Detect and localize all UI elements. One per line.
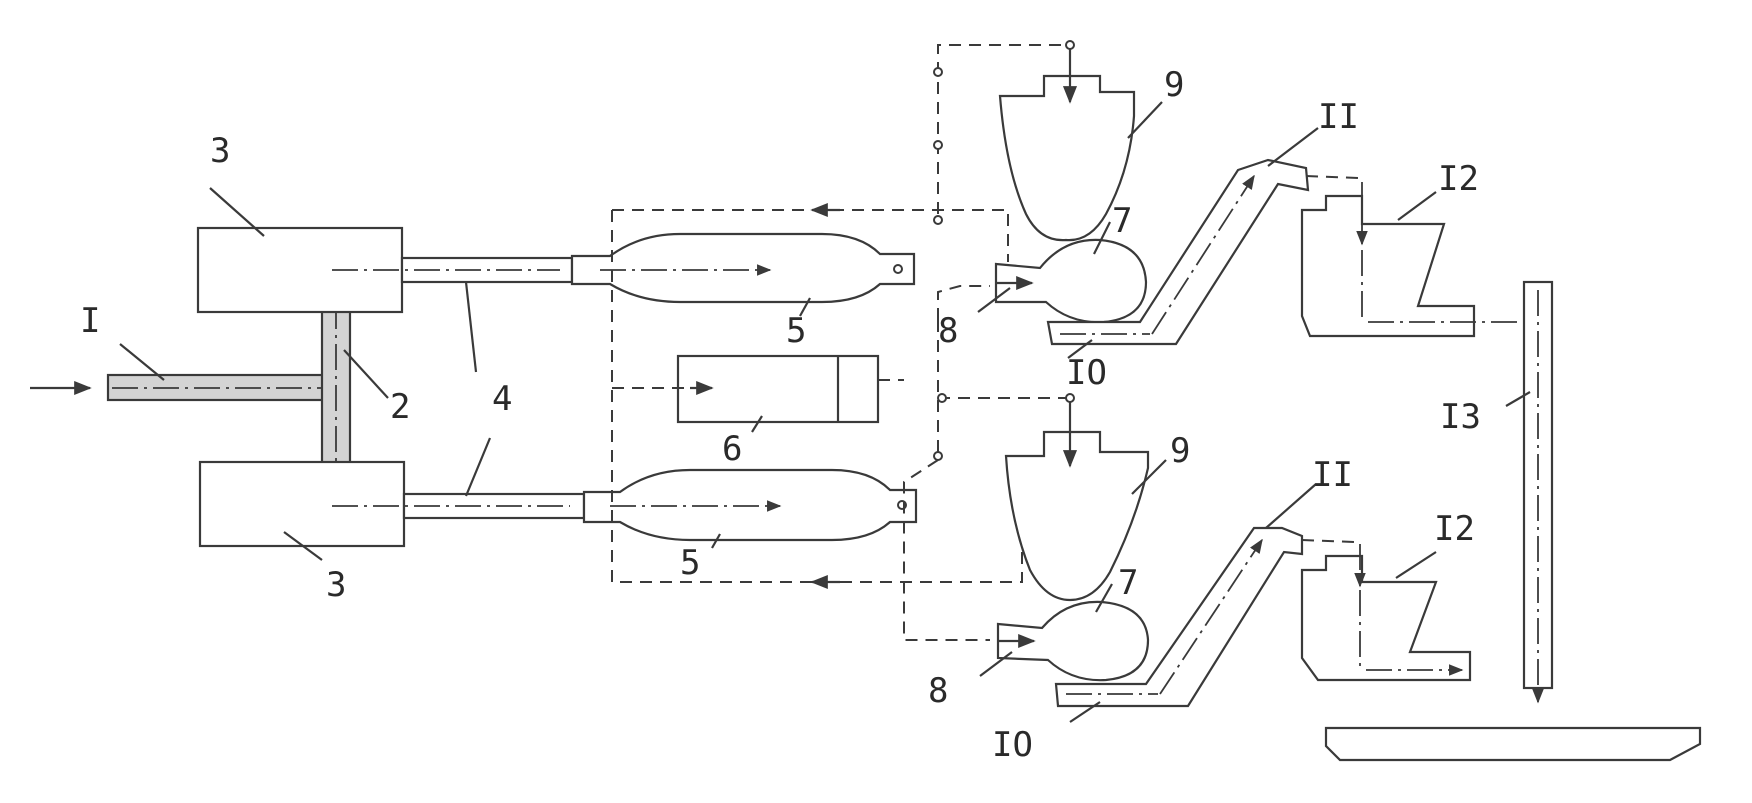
label-gearbox-bottom: 5 xyxy=(680,543,700,583)
gearbox-bottom xyxy=(582,468,918,542)
label-chute-bottom: IO xyxy=(992,725,1033,765)
leader-control-unit xyxy=(751,415,763,433)
chute-elevator-top xyxy=(1046,158,1310,346)
control-loop-left xyxy=(611,210,1023,583)
control-loop-top xyxy=(612,209,1009,262)
gearbox-top-port xyxy=(893,264,903,274)
elevator-top-out xyxy=(1305,175,1359,179)
elevator-top-flow xyxy=(1151,174,1255,335)
leader-chute-top xyxy=(1067,339,1093,359)
label-control-unit: 6 xyxy=(722,429,742,469)
label-drum-top: 7 xyxy=(1112,201,1132,241)
gearbox-top xyxy=(570,232,916,304)
label-hopper-bottom: 9 xyxy=(1170,431,1190,471)
label-bin-bottom: I2 xyxy=(1434,509,1475,549)
leader-feed xyxy=(119,343,165,381)
label-elevator-top: II xyxy=(1318,97,1359,137)
signal-node-a xyxy=(937,393,947,403)
label-hopper-top: 9 xyxy=(1164,65,1184,105)
drum-feeder-top xyxy=(994,238,1148,324)
elevator-bottom-flow xyxy=(1159,538,1263,695)
leader-feeder-bottom xyxy=(979,651,1013,677)
signal-node-c xyxy=(933,67,943,77)
leader-lines xyxy=(119,101,1531,723)
leader-elevator-bottom xyxy=(1265,483,1317,529)
label-shaft: 4 xyxy=(492,379,512,419)
feed-conveyor xyxy=(106,373,340,402)
leader-engine-top xyxy=(209,187,265,237)
label-feed-conveyor: I xyxy=(80,301,100,341)
bin-bottom xyxy=(1300,554,1472,682)
signal-node-f xyxy=(1065,40,1075,50)
feeder-top-signal xyxy=(937,285,990,320)
elevator-bottom-out xyxy=(1301,539,1355,543)
collector xyxy=(1522,280,1554,690)
leader-distributor xyxy=(343,349,389,399)
signal-node-d xyxy=(933,140,943,150)
label-gearbox-top: 5 xyxy=(786,311,806,351)
leader-gearbox-bottom xyxy=(711,533,721,549)
leader-gearbox-top xyxy=(799,297,811,317)
hopper-bottom xyxy=(1004,430,1150,602)
signal-node-b xyxy=(1065,393,1075,403)
label-elevator-bottom: II xyxy=(1312,455,1353,495)
signal-node-g xyxy=(933,451,943,461)
feeder-bottom-signal xyxy=(903,320,990,641)
bin-top xyxy=(1300,194,1476,338)
leader-engine-bottom xyxy=(283,531,323,561)
label-engine-bottom: 3 xyxy=(326,565,346,605)
label-engine-top: 3 xyxy=(210,131,230,171)
signal-node-e xyxy=(933,215,943,225)
label-feeder-top: 8 xyxy=(938,311,958,351)
leader-drum-top xyxy=(1093,221,1111,255)
leader-bin-top xyxy=(1397,191,1437,221)
hopper-top-signal xyxy=(937,44,1070,214)
leader-collector xyxy=(1505,391,1531,407)
drum-feeder-bottom xyxy=(996,600,1150,682)
label-chute-top: IO xyxy=(1066,353,1107,393)
engine-top xyxy=(196,226,404,314)
leader-hopper-top xyxy=(1127,101,1163,139)
output-tray xyxy=(1324,726,1702,762)
leader-shaft-bottom xyxy=(464,437,492,497)
label-drum-bottom: 7 xyxy=(1118,563,1138,603)
engine-bottom xyxy=(198,460,406,548)
hopper-top xyxy=(998,74,1136,242)
leader-shaft-top xyxy=(464,281,478,373)
leader-bin-bottom xyxy=(1395,551,1437,579)
leader-chute-bottom xyxy=(1069,701,1101,723)
label-distributor: 2 xyxy=(390,387,410,427)
leader-drum-bottom xyxy=(1095,583,1113,613)
label-collector: I3 xyxy=(1440,397,1481,437)
leader-hopper-bottom xyxy=(1131,459,1167,495)
leader-feeder-top xyxy=(977,287,1011,313)
label-feeder-bottom: 8 xyxy=(928,671,948,711)
label-bin-top: I2 xyxy=(1438,159,1479,199)
leader-elevator-top xyxy=(1267,127,1319,167)
